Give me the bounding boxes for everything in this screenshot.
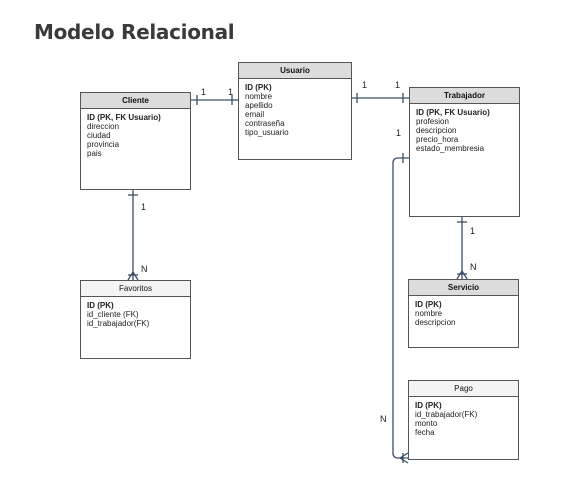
attribute: descripcion: [416, 126, 457, 135]
entity-usuario-title: Usuario: [239, 63, 351, 79]
attribute: profesion: [416, 117, 449, 126]
entity-favoritos[interactable]: Favoritos ID (PK) id_cliente (FK) id_tra…: [80, 280, 191, 359]
entity-trabajador-title: Trabajador: [410, 88, 519, 104]
cardinality-label: 1: [228, 87, 234, 97]
cardinality-label: 1: [362, 80, 368, 90]
attribute: provincia: [87, 140, 120, 149]
cardinality-label: N: [380, 414, 387, 424]
attribute: ID (PK, FK Usuario): [416, 108, 490, 117]
entity-trabajador[interactable]: Trabajador ID (PK, FK Usuario) profesion…: [409, 87, 520, 217]
entity-cliente-title: Cliente: [81, 93, 190, 109]
entity-usuario[interactable]: Usuario ID (PK) nombre apellido email co…: [238, 62, 352, 160]
attribute: fecha: [415, 428, 435, 437]
attribute: precio_hora: [416, 135, 459, 144]
attribute: direccion: [87, 122, 120, 131]
attribute: monto: [415, 419, 438, 428]
cardinality-label: 1: [141, 202, 147, 212]
cardinality-label: 1: [396, 128, 402, 138]
attribute: ID (PK): [415, 300, 442, 309]
attribute: id_cliente (FK): [87, 310, 139, 319]
attribute: ID (PK, FK Usuario): [87, 113, 161, 122]
entity-servicio[interactable]: Servicio ID (PK) nombre descripcion: [408, 279, 519, 348]
attribute: nombre: [245, 92, 273, 101]
cardinality-label: 1: [395, 80, 401, 90]
page-title: Modelo Relacional: [34, 20, 235, 44]
attribute: pais: [87, 149, 102, 158]
attribute: ciudad: [87, 131, 111, 140]
attribute: ID (PK): [415, 401, 442, 410]
attribute: contraseña: [245, 119, 285, 128]
entity-pago[interactable]: Pago ID (PK) id_trabajador(FK) monto fec…: [408, 380, 519, 460]
cardinality-label: 1: [201, 87, 207, 97]
attribute: tipo_usuario: [245, 128, 289, 137]
rel-trabajador-pago: [392, 157, 409, 459]
cardinality-label: N: [470, 262, 477, 272]
attribute: ID (PK): [87, 301, 114, 310]
entity-cliente[interactable]: Cliente ID (PK, FK Usuario) direccion ci…: [80, 92, 191, 190]
cardinality-label: 1: [470, 226, 476, 236]
entity-pago-title: Pago: [409, 381, 518, 397]
entity-servicio-title: Servicio: [409, 280, 518, 296]
attribute: email: [245, 110, 265, 119]
cardinality-label: N: [141, 264, 148, 274]
attribute: descripcion: [415, 318, 456, 327]
attribute: apellido: [245, 101, 273, 110]
attribute: id_trabajador(FK): [415, 410, 478, 419]
attribute: id_trabajador(FK): [87, 319, 150, 328]
attribute: estado_membresia: [416, 144, 485, 153]
attribute: nombre: [415, 309, 443, 318]
entity-favoritos-title: Favoritos: [81, 281, 190, 297]
attribute: ID (PK): [245, 83, 272, 92]
